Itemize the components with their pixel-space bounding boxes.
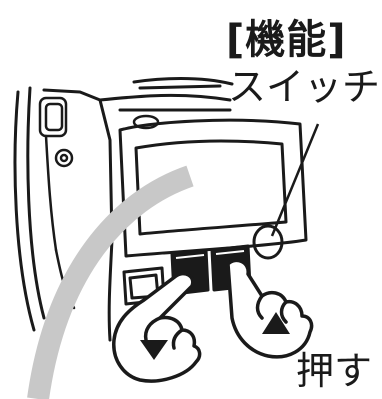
function-title-label: [機能] <box>226 17 347 63</box>
press-action-label: 押す <box>296 349 373 393</box>
device-front-panel <box>118 118 308 258</box>
device-display <box>134 139 288 236</box>
left-hand-pointing-icon <box>112 271 202 383</box>
label-leader-line <box>270 123 320 237</box>
triangle-up-icon <box>262 312 290 334</box>
device-top-button <box>132 114 160 130</box>
device-side-button <box>252 224 284 260</box>
triangle-down-icon <box>140 340 168 360</box>
motion-arc <box>27 165 194 399</box>
right-hand-pointing-icon <box>226 258 314 359</box>
function-subtitle-label: スイッチ <box>228 65 381 109</box>
device-body <box>13 77 234 342</box>
device-screw <box>54 148 74 168</box>
